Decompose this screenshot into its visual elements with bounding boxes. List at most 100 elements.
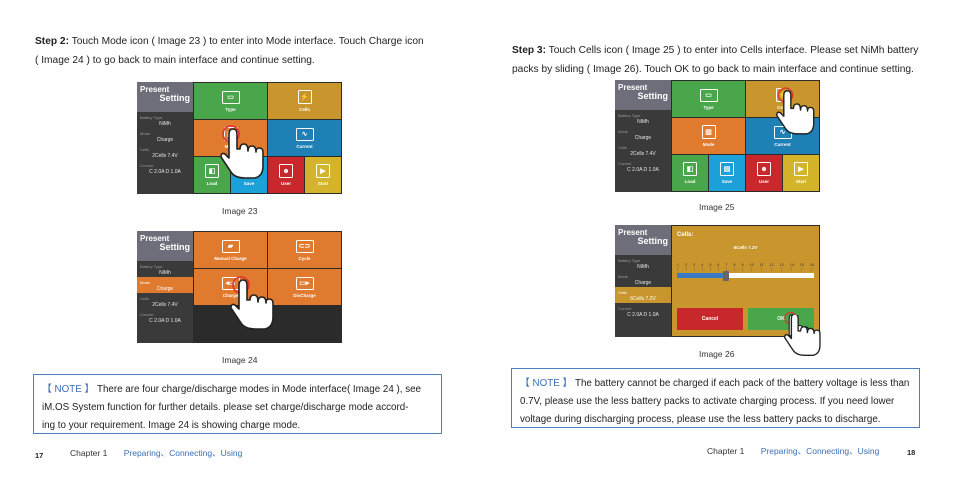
user-icon: ☻ <box>757 162 771 176</box>
tile-user[interactable]: ☻ User <box>746 155 782 191</box>
right-step-line2: packs by sliding ( Image 26). Touch OK t… <box>512 64 914 75</box>
cells-tick: 15¦ <box>799 263 804 271</box>
tile-load[interactable]: ◧ Load <box>672 155 708 191</box>
screen-image-24: Present Setting Battery Type NiMh Mode C… <box>137 231 342 343</box>
tile-save[interactable]: ▤ Save <box>709 155 745 191</box>
current-value: C 2.0A D 1.0A <box>149 169 181 175</box>
present-label: Present <box>618 228 648 237</box>
present-label: Present <box>140 85 170 94</box>
battery-type-label: Battery Type <box>618 258 641 263</box>
present-label: Present <box>618 83 648 92</box>
battery-type-value: NiMh <box>159 270 171 276</box>
caption-image-23: Image 23 <box>222 206 258 216</box>
cells-tick: 2¦ <box>685 263 688 271</box>
tile-manual-charge[interactable]: ▰ Manual Charge <box>194 232 267 268</box>
cells-tick: 11¦ <box>759 263 764 271</box>
setting-label: Setting <box>637 91 669 101</box>
mode-value: Charge <box>137 285 193 293</box>
tile-mode[interactable]: ▥ Mode <box>672 118 745 154</box>
setting-label: Setting <box>637 236 669 246</box>
cells-tick: 3¦ <box>693 263 696 271</box>
left-note-line1: There are four charge/discharge modes in… <box>94 384 421 395</box>
current-label: Current <box>618 306 632 311</box>
caption-image-24: Image 24 <box>222 355 258 365</box>
left-step-line1: Touch Mode icon ( Image 23 ) to enter in… <box>68 36 424 47</box>
tile-cycle[interactable]: ⊂⊃ Cycle <box>268 232 341 268</box>
tile-type[interactable]: ▭ Type <box>672 81 745 117</box>
cells-tick: 10¦ <box>749 263 754 271</box>
left-page-number: 17 <box>35 451 44 460</box>
battery-type-value: NiMh <box>637 264 649 270</box>
mode-label: Mode <box>137 277 193 285</box>
right-chapter: Chapter 1 <box>707 446 745 456</box>
cells-tick: 13¦ <box>779 263 784 271</box>
mode-label: Mode <box>618 274 629 279</box>
load-icon: ◧ <box>205 164 219 178</box>
right-step-text: Step 3: Touch Cells icon ( Image 25 ) to… <box>512 41 932 79</box>
cells-tick: 14¦ <box>789 263 794 271</box>
mode-value: Charge <box>156 137 174 143</box>
right-chapter-title: Preparing、Connecting、Using <box>760 446 880 456</box>
cells-label: Cells <box>618 145 627 150</box>
cells-tick: 16¦ <box>809 263 814 271</box>
setting-label: Setting <box>159 242 191 252</box>
right-note-tag: 【 NOTE 】 <box>520 378 573 389</box>
battery-type-label: Battery Type <box>618 113 641 118</box>
tile-discharge[interactable]: ▭▸ DisCharge <box>268 269 341 305</box>
battery-icon: ▭ <box>699 88 718 102</box>
caption-image-26: Image 26 <box>699 349 735 359</box>
left-note-line2: iM.OS System function for further detail… <box>42 402 409 413</box>
cells-label: Cells <box>615 287 671 295</box>
current-label: Current <box>140 312 154 317</box>
left-note-tag: 【 NOTE 】 <box>42 384 95 395</box>
right-page-number: 18 <box>907 448 916 457</box>
present-setting-panel: Present Setting Battery Type NiMh Mode C… <box>137 231 193 343</box>
tile-start[interactable]: ▶ Start <box>305 157 341 193</box>
current-value: C 2.0A D 1.0A <box>627 312 659 318</box>
save-icon: ▤ <box>720 162 734 176</box>
tile-cells[interactable]: ⚡ Cells <box>268 83 341 119</box>
mode-icon: ▥ <box>701 125 716 139</box>
manual-charge-icon: ▰ <box>221 239 240 253</box>
left-chapter: Chapter 1 <box>70 448 108 458</box>
cancel-button[interactable]: Cancel <box>677 308 743 330</box>
mode-label: Mode <box>140 131 151 136</box>
left-footer: Chapter 1 Preparing、Connecting、Using <box>70 447 242 459</box>
cells-tick: 7¦ <box>725 263 728 271</box>
battery-type-value: NiMh <box>159 121 171 127</box>
tile-user[interactable]: ☻ User <box>268 157 304 193</box>
tile-type[interactable]: ▭ Type <box>194 83 267 119</box>
right-step-label: Step 3: <box>512 45 546 56</box>
cells-slider-knob[interactable] <box>723 271 729 281</box>
present-label: Present <box>140 234 170 243</box>
pointing-hand-bottom-icon <box>784 315 821 356</box>
cells-tick: 6¦ <box>717 263 720 271</box>
cells-value: 2Cells 7.4V <box>152 302 178 308</box>
tile-start[interactable]: ▶ Start <box>783 155 819 191</box>
screen-image-23: Present Setting Battery Type NiMh Mode C… <box>137 82 342 194</box>
left-step-label: Step 2: <box>35 36 69 47</box>
setting-label: Setting <box>159 93 191 103</box>
tile-load[interactable]: ◧ Load <box>194 157 230 193</box>
cells-value: 2Cells 7.4V <box>152 153 178 159</box>
left-note-box: 【 NOTE 】 There are four charge/discharge… <box>33 374 442 434</box>
pointing-hand-icon <box>230 276 274 330</box>
cells-ticks: 1¦2¦3¦4¦5¦6¦7¦8¦9¦10¦11¦12¦13¦14¦15¦16¦ <box>677 263 814 271</box>
tile-current[interactable]: ∿ Current <box>268 120 341 156</box>
cells-slider-track[interactable] <box>677 273 814 278</box>
cells-value: 2Cells 7.4V <box>630 151 656 157</box>
cells-label: Cells <box>140 296 149 301</box>
caption-image-25: Image 25 <box>699 202 735 212</box>
battery-type-label: Battery Type <box>140 115 163 120</box>
left-step-text: Step 2: Touch Mode icon ( Image 23 ) to … <box>35 32 455 70</box>
current-label: Current <box>140 163 154 168</box>
cells-tick: 4¦ <box>701 263 704 271</box>
lightning-icon: ⚡ <box>297 90 312 104</box>
right-note-line1: The battery cannot be charged if each pa… <box>572 378 910 389</box>
right-note-box: 【 NOTE 】 The battery cannot be charged i… <box>511 368 920 428</box>
current-value: C 2.0A D 1.0A <box>627 167 659 173</box>
current-label: Current <box>618 161 632 166</box>
cells-value-display: 6Cells 7.2V <box>733 245 758 250</box>
user-icon: ☻ <box>279 164 293 178</box>
screen-image-25: Present Setting Battery Type NiMh Mode C… <box>615 80 820 192</box>
